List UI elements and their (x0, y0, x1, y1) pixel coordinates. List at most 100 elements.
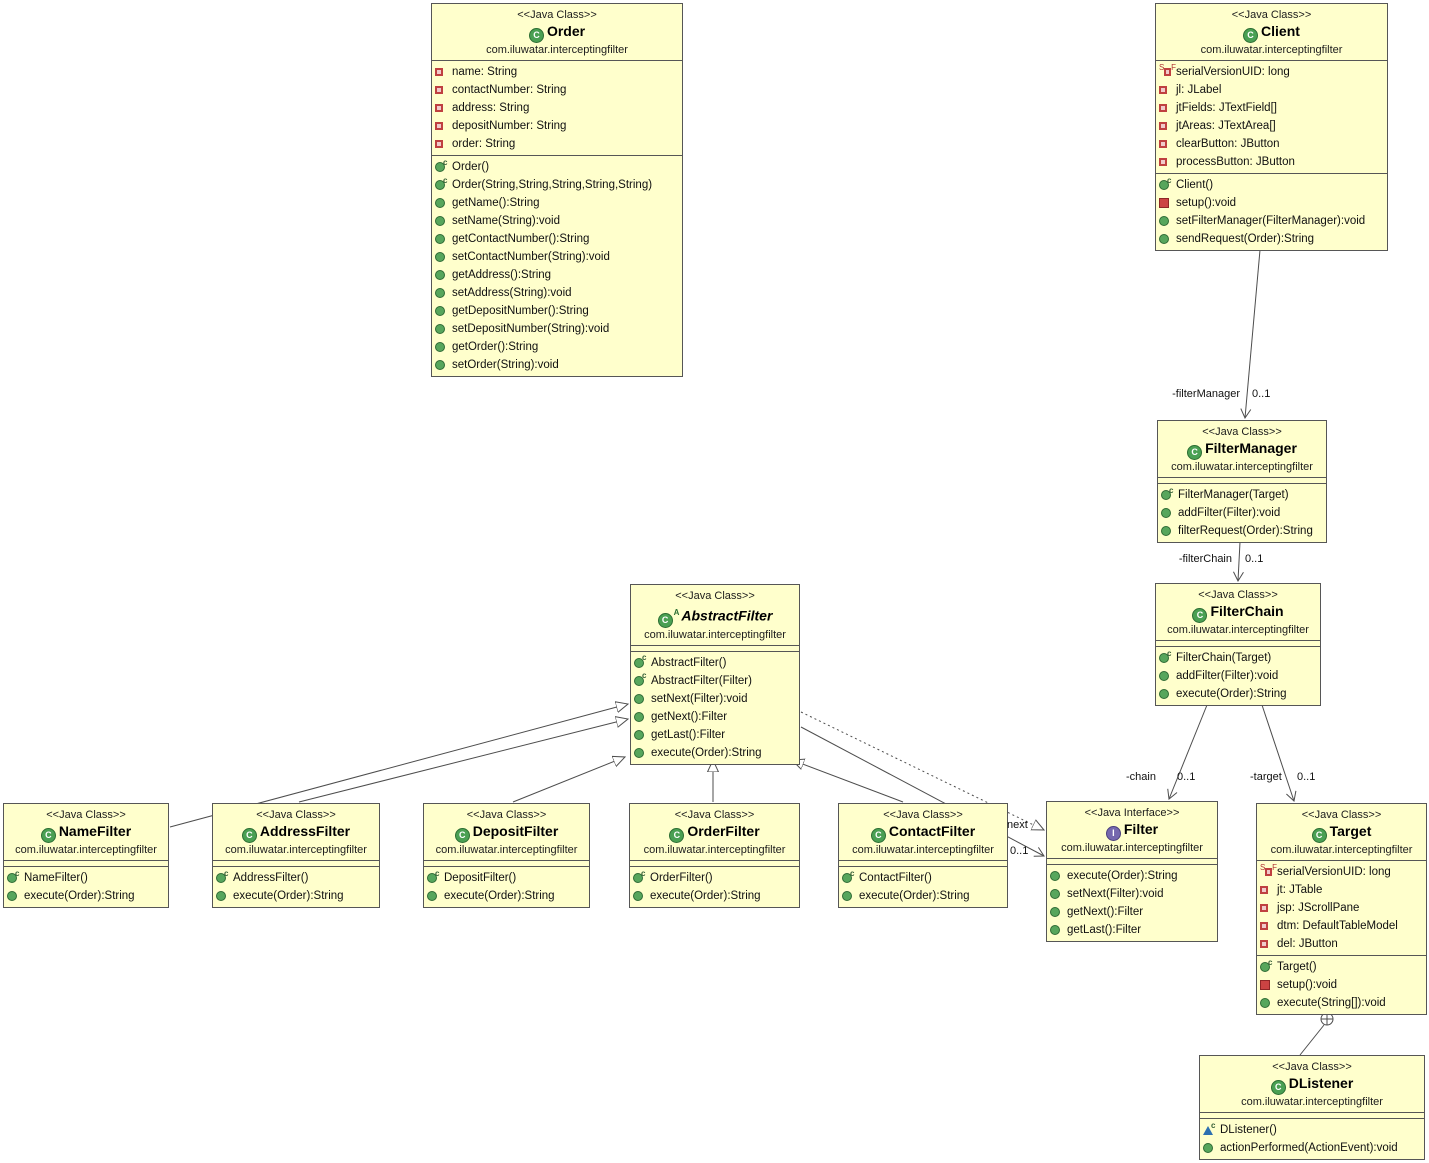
member-row[interactable]: getDepositNumber():String (432, 302, 682, 320)
member-row[interactable]: execute(String[]):void (1257, 994, 1426, 1012)
package-name: com.iluwatar.interceptingfilter (435, 844, 578, 856)
public-method-icon (435, 234, 452, 244)
member-row[interactable]: execute(Order):String (1156, 685, 1320, 703)
package-name: com.iluwatar.interceptingfilter (644, 628, 786, 641)
private-field-icon (1260, 922, 1277, 930)
member-row[interactable]: setNext(Filter):void (631, 690, 799, 708)
public-method-icon (633, 891, 650, 901)
member-row[interactable]: depositNumber: String (432, 117, 682, 135)
public-method-icon (1260, 998, 1277, 1008)
member-text: Target() (1277, 961, 1317, 973)
stereotype: <<Java Class>> (675, 590, 755, 602)
member-row[interactable]: filterRequest(Order):String (1158, 522, 1326, 540)
class-icon: C (669, 828, 685, 843)
member-row[interactable]: setContactNumber(String):void (432, 248, 682, 266)
member-row[interactable]: processButton: JButton (1156, 153, 1387, 171)
member-row[interactable]: setup():void (1257, 976, 1426, 994)
member-row[interactable]: jtAreas: JTextArea[] (1156, 117, 1387, 135)
member-row[interactable]: execute(Order):String (839, 887, 1007, 905)
member-text: NameFilter() (24, 872, 88, 884)
member-row[interactable]: getAddress():String (432, 266, 682, 284)
member-row[interactable]: execute(Order):String (4, 887, 168, 905)
member-row[interactable]: getLast():Filter (1047, 921, 1217, 939)
private-field-icon (435, 104, 452, 112)
member-row[interactable]: setup():void (1156, 194, 1387, 212)
member-row[interactable]: execute(Order):String (213, 887, 379, 905)
member-row[interactable]: clearButton: JButton (1156, 135, 1387, 153)
member-row[interactable]: addFilter(Filter):void (1156, 667, 1320, 685)
member-row[interactable]: getNext():Filter (631, 708, 799, 726)
member-row[interactable]: setOrder(String):void (432, 356, 682, 374)
constructor-icon: c (216, 869, 233, 883)
member-row[interactable]: getLast():Filter (631, 726, 799, 744)
member-row[interactable]: jt: JTable (1257, 881, 1426, 899)
member-row[interactable]: getName():String (432, 194, 682, 212)
member-text: jtFields: JTextField[] (1176, 102, 1277, 114)
member-row[interactable]: setAddress(String):void (432, 284, 682, 302)
member-row[interactable]: jl: JLabel (1156, 81, 1387, 99)
member-row[interactable]: execute(Order):String (631, 744, 799, 762)
public-method-icon (435, 306, 452, 316)
member-row[interactable]: execute(Order):String (1047, 867, 1217, 885)
member-row[interactable]: del: JButton (1257, 935, 1426, 953)
member-row[interactable]: actionPerformed(ActionEvent):void (1200, 1139, 1424, 1157)
member-row[interactable]: addFilter(Filter):void (1158, 504, 1326, 522)
member-row[interactable]: execute(Order):String (630, 887, 799, 905)
member-row[interactable]: getContactNumber():String (432, 230, 682, 248)
edge-mult-filtermanager: 0..1 (1252, 388, 1271, 400)
member-text: setup():void (1277, 979, 1338, 991)
member-row[interactable]: address: String (432, 99, 682, 117)
constructor-icon: c (435, 176, 452, 190)
edge-target-nested-dlistener (1299, 1012, 1334, 1056)
member-row[interactable]: setNext(Filter):void (1047, 885, 1217, 903)
edge-label-chain: -chain (1126, 771, 1156, 783)
member-row[interactable]: setName(String):void (432, 212, 682, 230)
member-row[interactable]: setFilterManager(FilterManager):void (1156, 212, 1387, 230)
member-row[interactable]: setDepositNumber(String):void (432, 320, 682, 338)
member-row[interactable]: jtFields: JTextField[] (1156, 99, 1387, 117)
member-row[interactable]: dtm: DefaultTableModel (1257, 917, 1426, 935)
member-row[interactable]: sendRequest(Order):String (1156, 230, 1387, 248)
member-row[interactable]: order: String (432, 135, 682, 153)
member-text: FilterChain(Target) (1176, 652, 1272, 664)
member-row[interactable]: getOrder():String (432, 338, 682, 356)
member-row[interactable]: jsp: JScrollPane (1257, 899, 1426, 917)
member-row[interactable]: contactNumber: String (432, 81, 682, 99)
member-row[interactable]: name: String (432, 63, 682, 81)
member-text: del: JButton (1277, 938, 1338, 950)
member-row[interactable]: getNext():Filter (1047, 903, 1217, 921)
member-row[interactable]: execute(Order):String (424, 887, 589, 905)
public-method-icon (1159, 671, 1176, 681)
